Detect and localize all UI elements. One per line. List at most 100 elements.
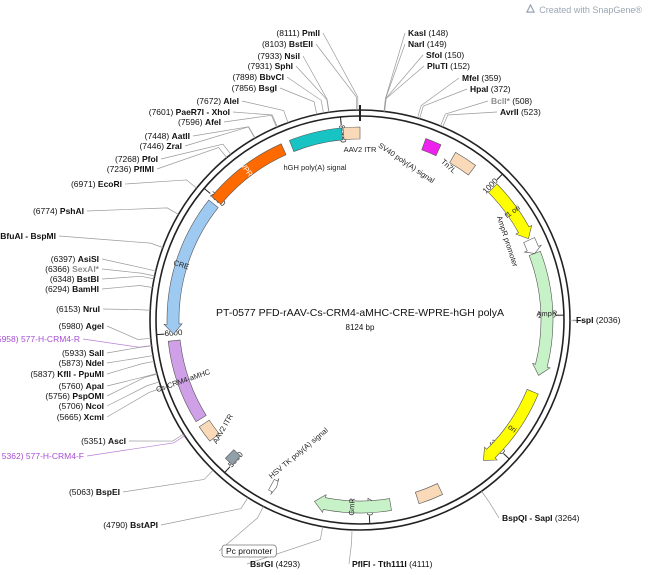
feature-ori[interactable]: ori [483,389,539,461]
site-position: (150) [442,50,464,60]
site-avrii[interactable]: AvrII (523) [500,107,541,117]
site-label: (5665) XcmI [57,412,104,422]
site-name: FspI [576,315,593,325]
leader-line [160,143,232,160]
site-alei[interactable]: (7672) AleI [196,96,239,106]
feature-arc [414,483,444,505]
site-pflfi-tth111i[interactable]: PflFI - Tth111I (4111) [352,559,433,569]
site-bstapi[interactable]: (4790) BstAPI [103,520,158,530]
site-position: (7268) [115,154,142,164]
site-name: BsgI [259,83,277,93]
site-577-h-crm4-f[interactable]: (5316 .. 5362) 577-H-CRM4-F [0,451,84,461]
site-label: KasI (148) [408,28,448,38]
site-label: NarI (149) [408,39,447,49]
site-kfli-ppumi[interactable]: (5837) KflI - PpuMI [30,369,104,379]
feature-f1-ori[interactable]: f1 ori [488,183,533,240]
feature-aav2-itr[interactable] [342,126,361,141]
site-label: (5980) AgeI [59,321,104,331]
site-ecori[interactable]: (6971) EcoRI [71,179,122,189]
leader-line [101,275,155,280]
site-577-h-crm4-r[interactable]: (5912 .. 5958) 577-H-CRM4-R [0,334,80,344]
site-afei[interactable]: (7596) AfeI [178,117,221,127]
site-ndei[interactable]: (5873) NdeI [59,358,104,368]
site-label: (7448) AatII [145,131,190,141]
site-sphi[interactable]: (7931) SphI [248,61,293,71]
site-label: (7672) AleI [196,96,239,106]
site-sali[interactable]: (5933) SalI [62,348,104,358]
leader-line [184,126,256,147]
site-bsrgi[interactable]: BsrGI (4293) [250,559,300,569]
site-bsteii[interactable]: (8103) BstEII [262,39,313,49]
site-bstbi[interactable]: (6348) BstBI [50,274,99,284]
site-position: (5933) [62,348,89,358]
site-fspi[interactable]: FspI (2036) [576,315,621,325]
site-pfoi[interactable]: (7268) PfoI [115,154,158,164]
site-name: HpaI [470,84,488,94]
site-position: (5316 .. 5362) [0,451,26,461]
leader-line [315,43,357,111]
feature-gmr[interactable]: GmR [314,494,392,516]
site-ncoi[interactable]: (5706) NcoI [59,401,104,411]
site-label: (7268) PfoI [115,154,158,164]
site-bspei[interactable]: (5063) BspEI [69,487,120,497]
site-aatii[interactable]: (7448) AatII [145,131,190,141]
leader-line [106,381,160,407]
site-bbvci[interactable]: (7898) BbvCI [233,72,285,82]
leader-line [279,87,318,115]
site-aari-bfuai-bspmi[interactable]: (6548) AarI - BfuAI - BspMI [0,231,56,241]
site-nrui[interactable]: (6153) NruI [56,304,100,314]
feature-arc [528,250,554,376]
site-kasi[interactable]: KasI (148) [408,28,448,38]
feature-arc [449,151,476,176]
site-xcmi[interactable]: (5665) XcmI [57,412,104,422]
leader-line [322,32,359,111]
site-name: 577-H-CRM4-R [21,334,80,344]
feature-label: HSV TK poly(A) signal [267,425,330,480]
site-asci[interactable]: (5351) AscI [81,436,126,446]
site-name: BstBI [77,274,99,284]
feature-arc [314,494,392,514]
site-pspomi[interactable]: (5756) PspOMI [45,391,104,401]
site-pflmi[interactable]: (7236) PflMI [107,164,154,174]
site-bspqi-sapi[interactable]: BspQI - SapI (3264) [502,513,580,523]
feature-tn7l[interactable] [449,151,476,176]
site-pmli[interactable]: (8111) PmlI [276,28,320,38]
site-bamhi[interactable]: (6294) BamHI [45,284,99,294]
feature-hsv-tk-poly-a-signal[interactable] [224,449,241,466]
site-nsii[interactable]: (7933) NsiI [257,51,300,61]
feature-wpre[interactable]: WPRE [211,143,287,205]
leader-line [106,387,162,418]
feature-ampr[interactable]: AmpR [528,250,558,376]
feature-sv40-poly-a-signal[interactable] [421,138,442,157]
feature-pc-promoter[interactable] [268,478,280,495]
site-bcli-[interactable]: BclI* (508) [491,96,532,106]
feature-cs-crm4-amhc[interactable]: Cs-CRM4-aMHC [155,339,212,423]
site-asisi[interactable]: (6397) AsiSI [51,254,99,264]
plasmid-size: 8124 bp [346,323,375,332]
site-sfoi[interactable]: SfoI (150) [426,50,464,60]
site-name: NarI [408,39,425,49]
tick-mark [496,173,503,181]
site-agei[interactable]: (5980) AgeI [59,321,104,331]
site-zrai[interactable]: (7446) ZraI [139,141,182,151]
site-sexai-[interactable]: (6366) SexAI* [45,264,100,274]
site-label: PluTI (152) [427,61,470,71]
leader-line [241,100,289,123]
site-position: (148) [426,28,448,38]
site-pc-promoter[interactable]: Pc promoter [221,544,277,558]
site-hpai[interactable]: HpaI (372) [470,84,511,94]
site-nari[interactable]: NarI (149) [408,39,447,49]
feature-ampr-promoter[interactable] [523,237,543,254]
feature-aav2-itr[interactable] [198,419,220,442]
site-position: (7856) [232,83,259,93]
site-pluti[interactable]: PluTI (152) [427,61,470,71]
site-position: (7596) [178,117,205,127]
feature-hgh-poly-a-signal[interactable] [289,127,343,152]
site-apai[interactable]: (5760) ApaI [59,381,104,391]
site-paer7i-xhoi[interactable]: (7601) PaeR7I - XhoI [149,107,230,117]
site-mfei[interactable]: MfeI (359) [462,73,501,83]
site-pshai[interactable]: (6774) PshAI [33,206,84,216]
site-bsgi[interactable]: (7856) BsgI [232,83,277,93]
feature-tn7r[interactable] [414,483,444,505]
feature-cre[interactable]: CRE [163,199,219,335]
